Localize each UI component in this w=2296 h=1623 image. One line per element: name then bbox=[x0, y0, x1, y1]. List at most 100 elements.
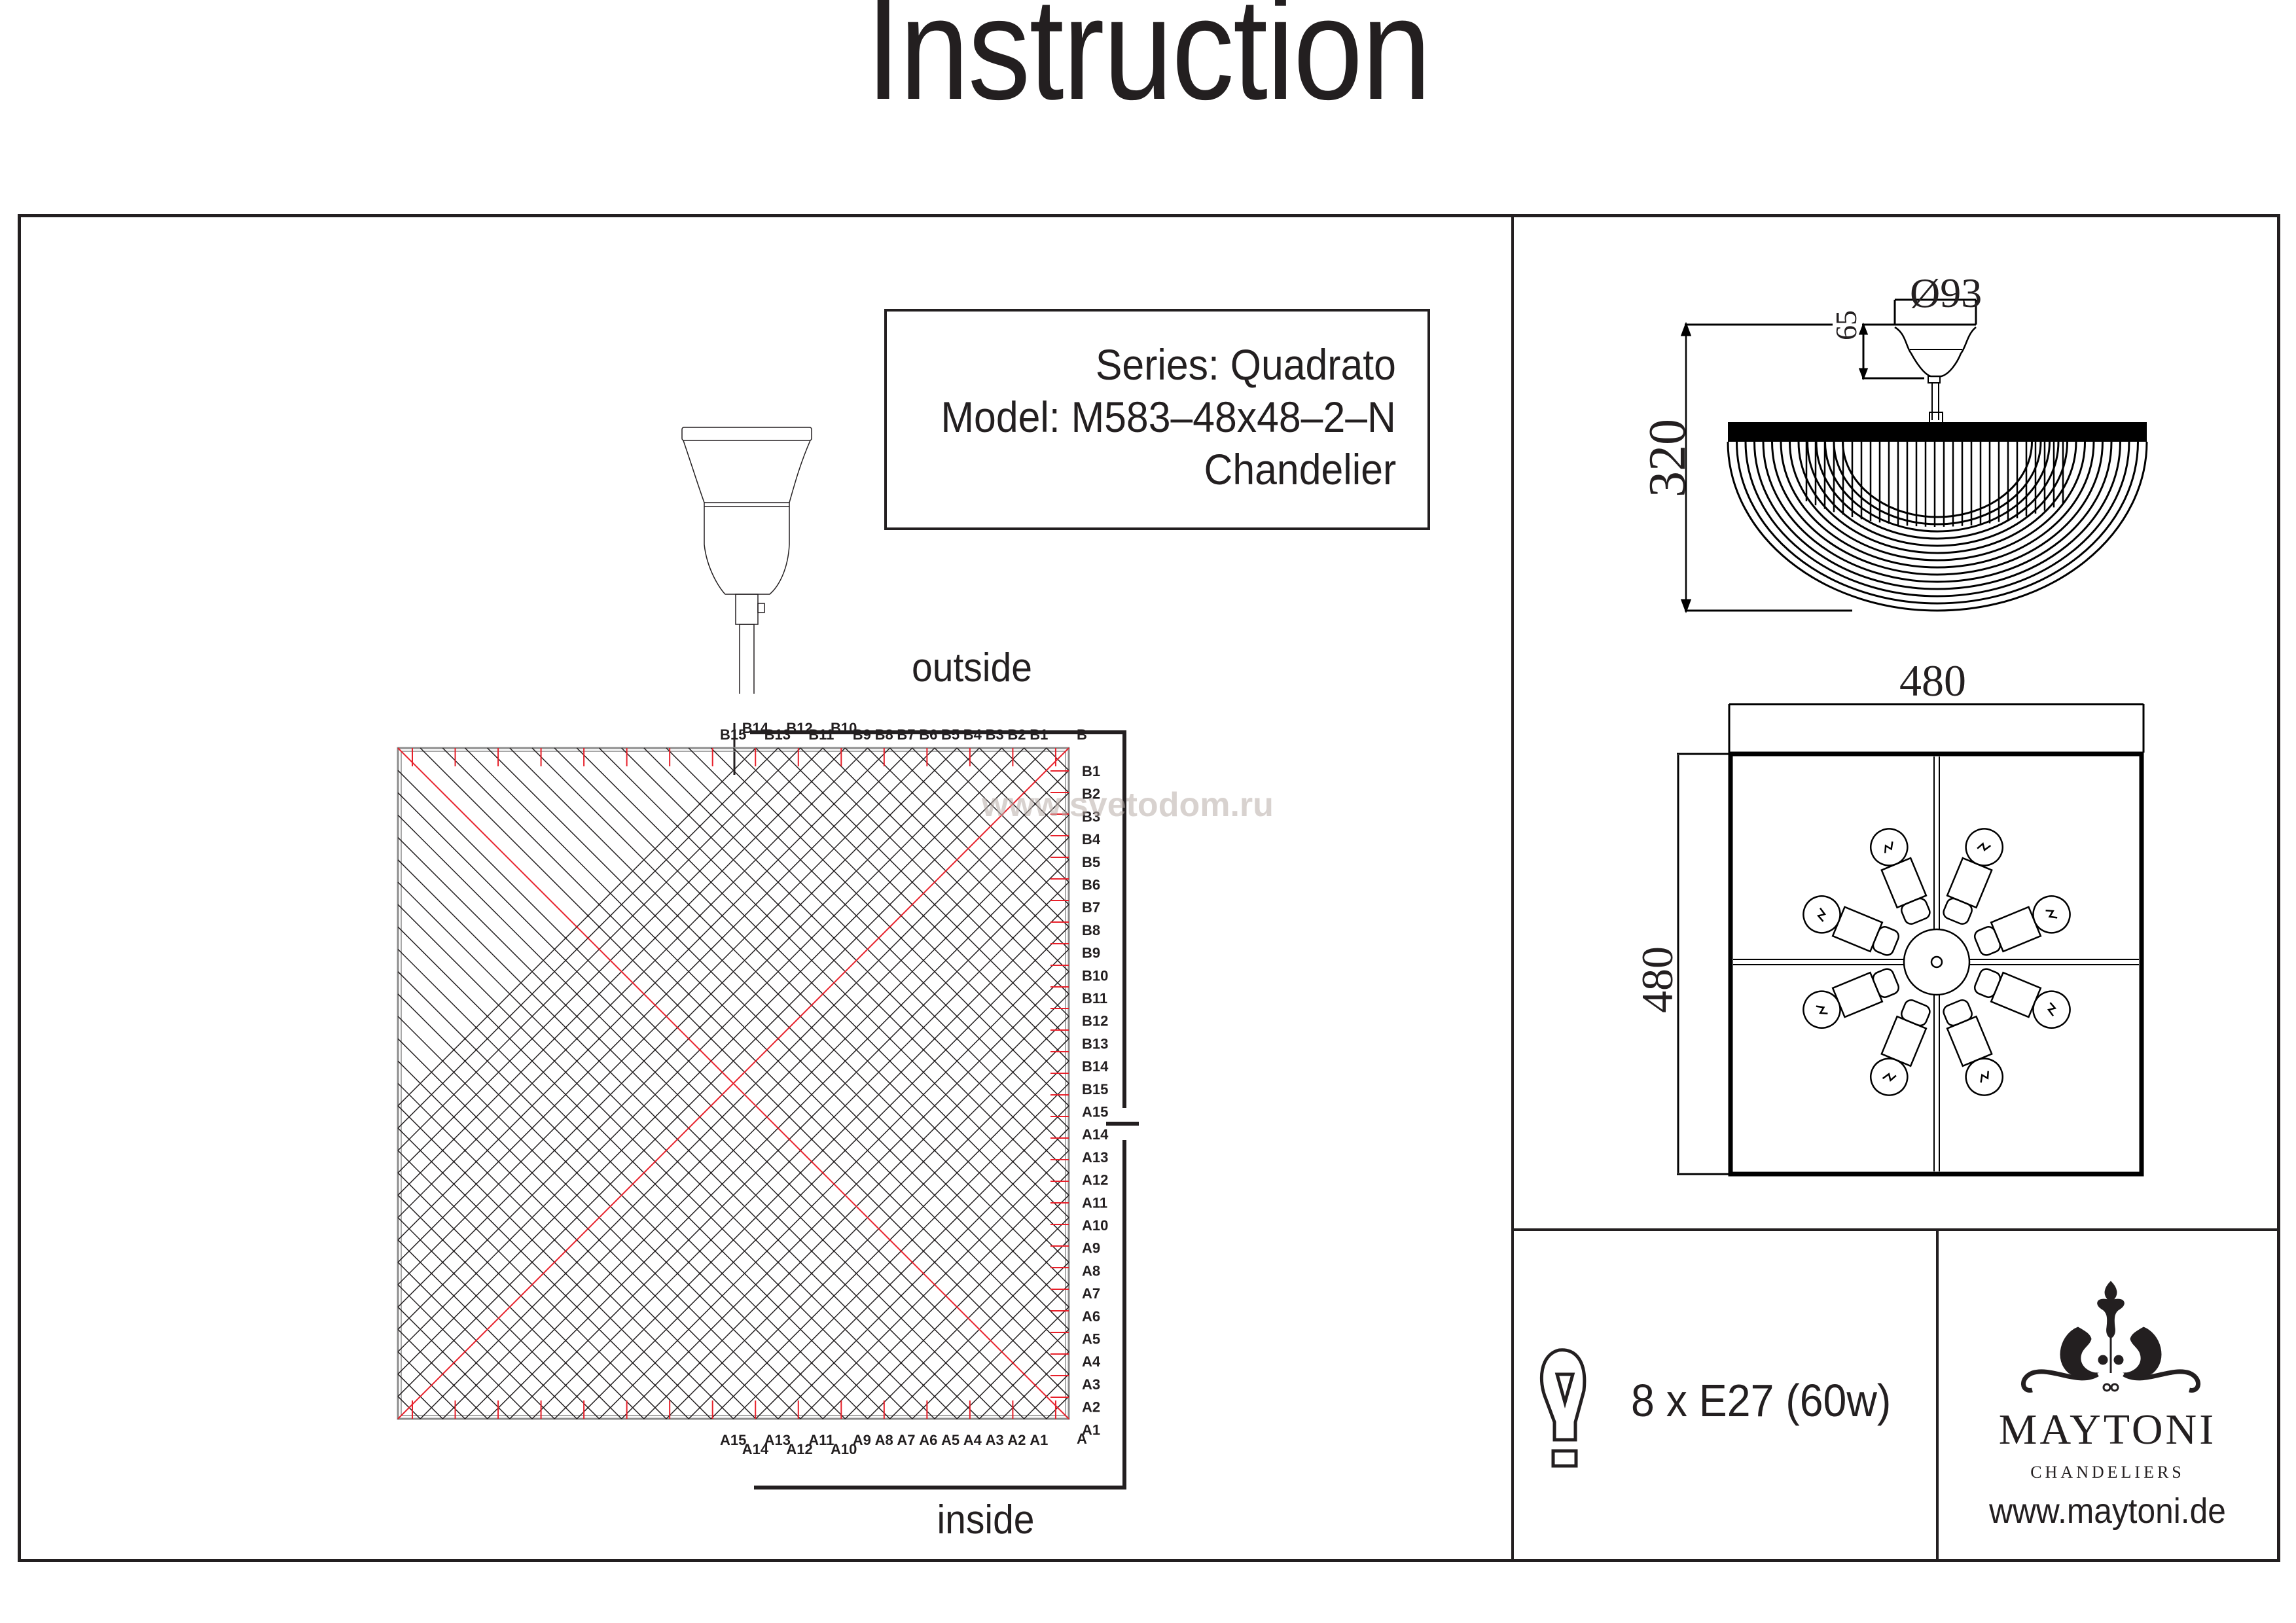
divider-vertical-main bbox=[1511, 214, 1514, 1559]
right-label: B5 bbox=[1082, 854, 1100, 870]
right-label: A11 bbox=[1082, 1194, 1107, 1211]
watermark: www.svetodom.ru bbox=[982, 786, 1274, 824]
bulb-arm bbox=[1973, 968, 2071, 1029]
bulb-icon bbox=[1539, 1348, 1587, 1468]
bottom-label: A11 bbox=[808, 1432, 834, 1448]
top-view-frame bbox=[1728, 751, 2144, 1177]
bottom-label: A8 bbox=[875, 1432, 893, 1448]
dimension-depth: 480 bbox=[1632, 946, 1682, 1013]
crystal-arc bbox=[1842, 441, 2033, 518]
inside-label: inside bbox=[937, 1497, 1035, 1543]
guide-diagonal bbox=[397, 747, 1069, 1419]
brand-url[interactable]: www.maytoni.de bbox=[1989, 1491, 2226, 1531]
filament bbox=[1884, 841, 1893, 853]
bottom-label: A6 bbox=[919, 1432, 937, 1448]
right-label: A5 bbox=[1082, 1331, 1100, 1347]
type-label: Chandelier bbox=[1204, 445, 1396, 493]
dimension-canopy-diameter: Ø93 bbox=[1910, 270, 1982, 316]
bulb-arm bbox=[1973, 895, 2071, 956]
right-label: B6 bbox=[1082, 877, 1100, 893]
crystal-arc bbox=[1736, 441, 2139, 605]
bulb-arm bbox=[1943, 999, 2003, 1096]
series-label: Series: Quadrato bbox=[1095, 340, 1396, 389]
filament bbox=[2047, 1002, 2057, 1017]
bottom-label: A10 bbox=[831, 1441, 857, 1457]
page-title: Instruction bbox=[866, 0, 1431, 130]
socket-cup bbox=[1973, 926, 2001, 956]
filament bbox=[1977, 842, 1992, 852]
bulb-arm bbox=[1870, 828, 1931, 925]
top-label: B7 bbox=[897, 726, 915, 743]
right-label: A10 bbox=[1082, 1217, 1108, 1234]
brand-name: MAYTONI bbox=[1998, 1406, 2217, 1454]
crystal-arc bbox=[1727, 441, 2148, 612]
top-label: B1 bbox=[1030, 726, 1048, 743]
right-label: B12 bbox=[1082, 1013, 1108, 1029]
bottom-label: A9 bbox=[853, 1432, 871, 1448]
right-label: B15 bbox=[1082, 1081, 1108, 1097]
right-label: A4 bbox=[1082, 1353, 1101, 1370]
right-label: A1 bbox=[1082, 1421, 1100, 1438]
right-label: A14 bbox=[1082, 1126, 1109, 1143]
top-label: B9 bbox=[853, 726, 871, 743]
dimension-canopy-height: 65 bbox=[1829, 310, 1863, 340]
right-label: B13 bbox=[1082, 1035, 1108, 1052]
crystal-arc bbox=[1753, 441, 2121, 590]
top-label: B4 bbox=[963, 726, 982, 743]
right-label: B2 bbox=[1082, 786, 1100, 802]
bottom-label: A12 bbox=[786, 1441, 812, 1457]
bottom-label: A15 bbox=[720, 1432, 746, 1448]
right-label: A12 bbox=[1082, 1172, 1108, 1188]
crystal-arc bbox=[1824, 441, 2051, 533]
bottom-label: A4 bbox=[963, 1432, 982, 1448]
diagram-inner-outline bbox=[401, 751, 1066, 1416]
brand-subtitle: CHANDELIERS bbox=[2030, 1463, 2185, 1482]
corner-label-a: A bbox=[1077, 1431, 1087, 1447]
bulb-arm bbox=[1803, 895, 1900, 956]
outside-label: outside bbox=[911, 645, 1032, 690]
right-label: A13 bbox=[1082, 1149, 1108, 1166]
top-label: B12 bbox=[786, 720, 812, 736]
top-label: B5 bbox=[941, 726, 960, 743]
top-view-drawing bbox=[1677, 703, 2145, 1177]
filament bbox=[2045, 910, 2058, 919]
filament bbox=[1816, 1005, 1828, 1014]
bottom-label: A14 bbox=[742, 1441, 769, 1457]
crystal-arc bbox=[1762, 441, 2113, 583]
right-label: B9 bbox=[1082, 945, 1100, 961]
bottom-label: A13 bbox=[764, 1432, 791, 1448]
product-info-box: Series: Quadrato Model: M583–48x48–2–N C… bbox=[884, 309, 1430, 530]
dimension-total-height: 320 bbox=[1639, 419, 1696, 497]
right-label: B1 bbox=[1082, 763, 1100, 779]
bulb-arm bbox=[1803, 968, 1900, 1029]
filament bbox=[1816, 907, 1827, 922]
top-label: B10 bbox=[831, 720, 857, 736]
right-label: A3 bbox=[1082, 1376, 1100, 1393]
brand-ornament-icon bbox=[2021, 1281, 2200, 1393]
right-label: A9 bbox=[1082, 1240, 1100, 1257]
right-label: B8 bbox=[1082, 922, 1100, 938]
crystal-arc bbox=[1780, 441, 2095, 569]
top-label: B15 bbox=[720, 726, 746, 743]
right-label: A8 bbox=[1082, 1262, 1100, 1279]
crystal-arc bbox=[1797, 441, 2077, 554]
socket-cup bbox=[1872, 968, 1900, 998]
right-label: B3 bbox=[1082, 808, 1100, 825]
suspension-rod bbox=[739, 624, 755, 694]
filament bbox=[1882, 1072, 1897, 1082]
sheet-frame bbox=[18, 214, 2280, 1562]
top-label: B8 bbox=[875, 726, 893, 743]
right-label: A2 bbox=[1082, 1399, 1100, 1416]
side-band bbox=[1728, 422, 2147, 442]
top-label: B2 bbox=[1007, 726, 1026, 743]
bottom-label: A1 bbox=[1030, 1432, 1048, 1448]
right-label: B7 bbox=[1082, 899, 1100, 916]
right-label: B4 bbox=[1082, 831, 1101, 847]
crystal-arc bbox=[1806, 441, 2068, 547]
socket-cup bbox=[1943, 897, 1973, 925]
bottom-label: A2 bbox=[1007, 1432, 1026, 1448]
crystal-arc bbox=[1771, 441, 2104, 576]
top-label: B13 bbox=[764, 726, 791, 743]
lamp-spec: 8 x E27 (60w) bbox=[1631, 1375, 1892, 1426]
